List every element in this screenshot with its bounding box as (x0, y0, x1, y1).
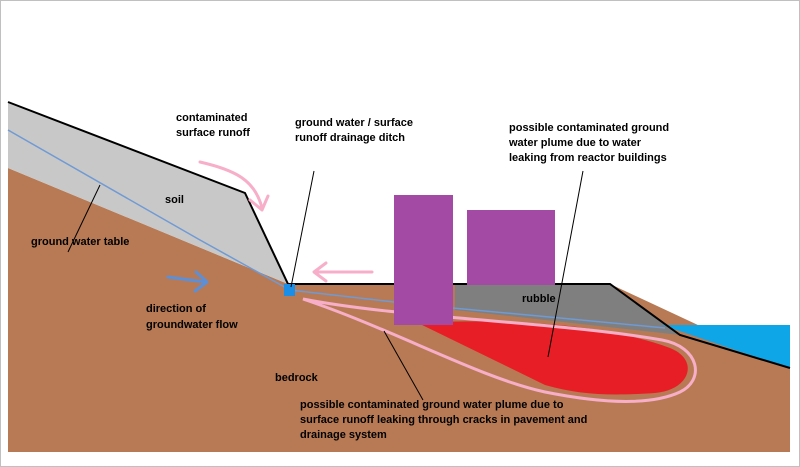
sea (662, 325, 790, 368)
runoff-arrow-icon (198, 160, 264, 210)
label-bedrock: bedrock (275, 372, 319, 384)
label-reactor-plume: possible contaminated ground water plume… (508, 122, 672, 164)
drainage-arrowhead-icon (312, 261, 328, 283)
reactor-plume (418, 321, 688, 395)
runoff-plume-outline (302, 297, 697, 403)
label-runoff-plume: possible contaminated ground water plume… (300, 399, 590, 441)
groundwater-flow-arrowhead-icon (193, 270, 209, 293)
drainage-ditch (284, 284, 295, 296)
reactor-building-left (394, 195, 453, 325)
rubble-layer (455, 284, 680, 335)
leader-line-runoff-plume (383, 330, 424, 401)
leader-line-water-table (67, 184, 101, 253)
label-contaminated-runoff: contaminated surface runoff (176, 112, 251, 139)
reactor-building-right (467, 210, 555, 285)
groundwater-flow-arrow-icon (166, 275, 207, 284)
soil-layer (8, 102, 288, 284)
label-ground-water-table: ground water table (31, 236, 129, 248)
label-rubble: rubble (522, 293, 556, 305)
leader-line-reactor-plume (547, 170, 584, 358)
leader-line-ditch (290, 170, 315, 288)
runoff-arrowhead-icon (248, 194, 270, 212)
label-drainage-ditch: ground water / surface runoff drainage d… (295, 117, 416, 144)
label-groundwater-flow: direction of groundwater flow (146, 303, 238, 331)
ground-water-table-line (7, 129, 666, 329)
label-soil: soil (165, 194, 184, 206)
